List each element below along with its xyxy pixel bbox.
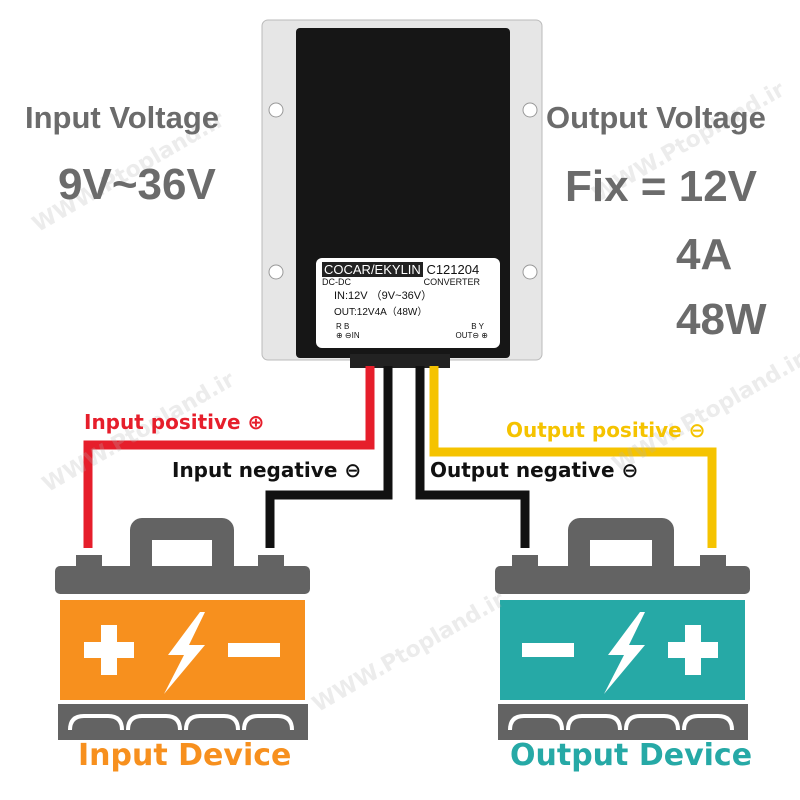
brand: COCAR/EKYLIN	[322, 262, 423, 277]
input-voltage-title: Input Voltage	[25, 100, 220, 135]
output-voltage-title: Output Voltage	[546, 100, 766, 135]
mount-hole	[522, 264, 538, 280]
wire-input-negative	[265, 366, 393, 548]
type-left: DC-DC	[322, 277, 351, 287]
in-text: ⊕ ⊖IN	[336, 331, 360, 340]
output-battery	[495, 518, 750, 740]
input-voltage-value: 9V~36V	[58, 160, 216, 209]
out-text: OUT⊖ ⊕	[455, 331, 488, 340]
output-power: 48W	[676, 295, 767, 344]
mount-hole	[268, 102, 284, 118]
output-negative-label: Output negative ⊖	[430, 458, 639, 482]
input-positive-label: Input positive ⊕	[84, 410, 265, 434]
wire-output-positive	[429, 366, 717, 548]
input-negative-label: Input negative ⊖	[172, 458, 362, 482]
wire-input-positive	[83, 366, 375, 548]
converter-label: COCAR/EKYLIN C121204 DC-DC CONVERTER IN:1…	[316, 258, 500, 348]
input-device-label: Input Device	[78, 738, 292, 773]
input-spec: IN:12V （9V~36V）	[334, 290, 433, 302]
model: C121204	[426, 262, 480, 277]
in-marks: R B	[336, 322, 350, 331]
out-marks: B Y	[471, 322, 484, 331]
output-device-label: Output Device	[510, 738, 753, 773]
wire-output-negative	[415, 366, 530, 548]
input-battery	[55, 518, 310, 740]
mount-hole	[268, 264, 284, 280]
output-spec: OUT:12V4A（48W）	[334, 307, 428, 318]
mount-hole	[522, 102, 538, 118]
type-right: CONVERTER	[423, 277, 480, 287]
output-positive-label: Output positive ⊖	[506, 418, 706, 442]
output-current: 4A	[676, 230, 733, 279]
output-voltage-value: Fix = 12V	[565, 162, 758, 211]
